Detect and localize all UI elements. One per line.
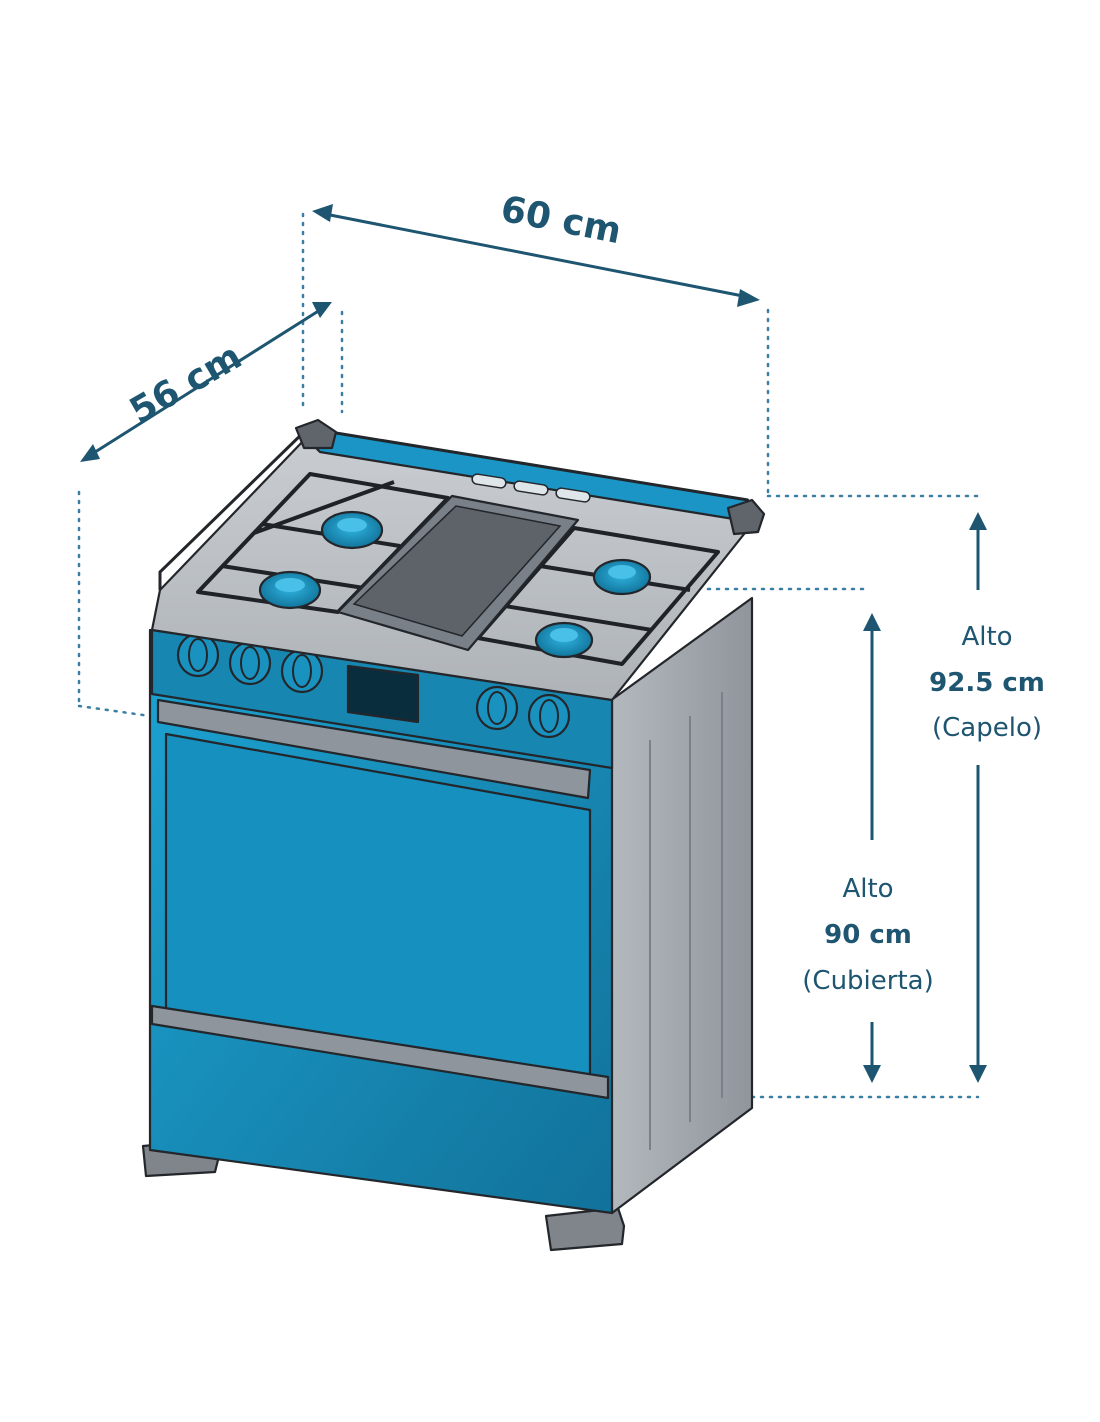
guide-lines [77, 212, 980, 1099]
control-knob-icon [280, 648, 324, 694]
height-hood-value: 92.5 cm [929, 668, 1045, 698]
drawer-divider [150, 1004, 610, 1100]
stove-illustration [141, 418, 766, 1252]
burner-front-left-icon [258, 570, 322, 610]
burner-front-right-icon [534, 621, 594, 659]
height-top-arrow [863, 613, 881, 1083]
height-hood-title: Alto [961, 622, 1012, 652]
lid-frame [158, 428, 749, 590]
display-window [346, 664, 420, 724]
height-hood-note: (Capelo) [932, 713, 1042, 743]
width-dimension-arrow [312, 204, 760, 307]
control-knob-icon [527, 693, 571, 739]
control-knob-icon [475, 685, 519, 731]
front-right-foot [544, 1206, 626, 1252]
burner-back-right-icon [592, 558, 652, 596]
oven-handle [156, 698, 592, 800]
side-panel [608, 596, 754, 1215]
knob-group-right [475, 685, 571, 739]
height-hood-arrow [969, 512, 987, 1083]
control-knob-icon [228, 640, 272, 686]
height-top-title: Alto [842, 874, 893, 904]
height-top-value: 90 cm [824, 920, 912, 950]
width-label: 60 cm [497, 189, 624, 252]
depth-label: 56 cm [123, 336, 249, 432]
side-panel-ribs [649, 692, 723, 1150]
depth-dimension-arrow [80, 302, 332, 462]
backsplash-vents [471, 473, 591, 503]
knob-group-left [176, 632, 324, 694]
height-top-note: (Cubierta) [802, 966, 933, 996]
control-knob-icon [176, 632, 220, 678]
lid-hinge-right [726, 498, 766, 536]
griddle-inner [352, 505, 562, 637]
lid-hinge-left [294, 418, 338, 450]
burner-back-left-icon [320, 510, 384, 550]
